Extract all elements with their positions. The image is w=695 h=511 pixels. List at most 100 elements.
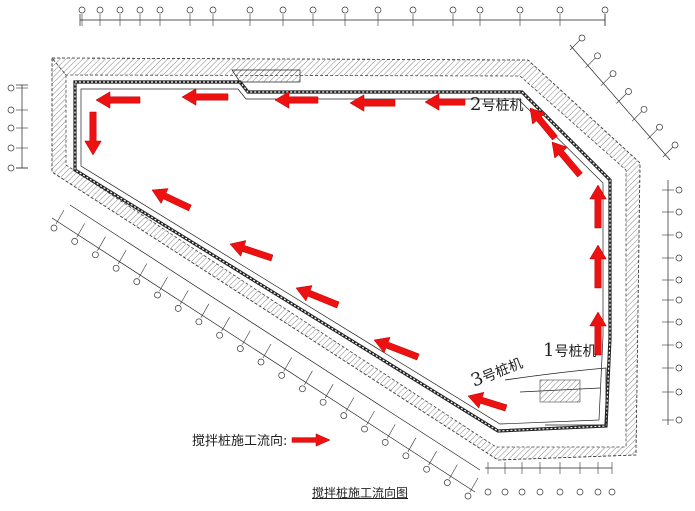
southwest-axis-tick-17 [386,424,396,439]
right-axis-marker-1 [675,186,683,194]
bottom-axis-marker-2 [501,488,509,496]
southwest-axis-tick-19 [428,451,437,466]
southwest-axis-tick-3 [97,236,106,251]
northeast-axis-markers [569,34,679,158]
southwest-axis-tick-14 [324,384,334,399]
flow-arrow-6 [84,111,102,156]
top-axis-marker-8 [246,6,254,14]
southwest-axis-tick-5 [138,263,148,278]
machine-2-number: 2 [470,94,482,115]
bottom-axis-marker-6 [576,488,584,496]
right-axis-marker-3 [675,231,683,239]
northeast-axis-marker-1 [578,34,586,42]
southwest-axis-marker-19 [423,465,430,473]
southwest-axis-marker-13 [299,385,306,393]
northeast-axis-marker-4 [625,88,632,95]
machine-1-label: 1号桩机 [543,340,596,361]
southwest-axis-marker-6 [154,291,161,299]
bottom-axis-marker-1 [484,488,492,496]
drawing-caption: 搅拌桩施工流向图 [312,486,409,500]
northeast-axis-marker-2 [594,52,601,60]
right-axis-markers [662,186,683,424]
top-axis-marker-6 [186,6,194,14]
flow-arrow-4 [181,88,229,106]
southwest-axis-tick-6 [159,276,168,292]
top-axis-marker-5 [156,6,164,14]
bottom-axis-marker-3 [518,488,526,496]
northeast-axis-marker-3 [609,70,617,78]
flow-arrow-15 [551,141,583,178]
machine-2-label: 2号桩机 [470,94,523,115]
top-axis-marker-14 [449,6,457,14]
top-dimension-line [79,14,606,26]
southwest-axis-tick-13 [304,370,313,385]
flow-arrows [84,88,607,412]
flow-arrow-14 [589,184,607,229]
top-axis-marker-3 [116,6,124,14]
top-axis-marker-2 [96,6,104,14]
left-axis-marker-2 [7,106,15,114]
top-axis-marker-15 [476,6,484,14]
machine-1-text: 号桩机 [554,344,597,360]
machine-2-text: 号桩机 [481,98,524,114]
northeast-axis-tick-5 [631,111,643,122]
top-axis-marker-11 [341,6,349,14]
southwest-axis-tick-10 [242,330,251,345]
southwest-axis-tick-15 [345,397,355,412]
right-axis-marker-5 [675,276,683,284]
left-axis-marker-3 [7,124,15,132]
right-axis-marker-6 [675,296,683,304]
top-axis-marker-17 [556,6,564,14]
mixing-pile-wall [73,80,612,433]
southwest-axis-tick-16 [366,410,375,426]
southwest-axis-tick-21 [469,477,479,493]
top-axis-marker-1 [78,6,86,14]
southwest-axis-marker-2 [71,238,79,245]
southwest-axis-markers [50,209,479,500]
bottom-axis-marker-7 [594,488,602,496]
legend-arrow [291,433,331,447]
southwest-axis-tick-4 [117,250,127,265]
right-axis-marker-2 [675,208,683,216]
left-axis-marker-4 [7,144,15,152]
top-axis-marker-7 [209,6,217,14]
southwest-axis-tick-18 [407,437,417,452]
northeast-axis-tick-2 [585,57,596,69]
access-ramp [504,367,607,426]
flow-arrow-8 [229,240,274,262]
southwest-axis-marker-12 [278,372,286,379]
southwest-axis-tick-7 [179,290,189,305]
legend-arrow-shape [291,433,331,447]
top-axis-marker-16 [516,6,524,14]
top-axis-markers [78,6,609,26]
flow-arrow-13 [589,244,607,289]
northeast-axis-tick-6 [647,128,658,140]
excavation-slope-band [51,56,641,461]
northeast-axis-marker-5 [640,105,648,113]
flow-arrow-7 [151,188,192,212]
bottom-axis-marker-4 [536,488,544,496]
southwest-axis-marker-8 [195,318,203,326]
machine-1-number: 1 [543,340,555,361]
top-axis-marker-12 [374,6,382,14]
flow-arrow-9 [295,285,340,309]
southwest-axis-marker-1 [50,224,58,232]
southwest-axis-marker-7 [174,305,182,312]
left-dimension-line [16,84,28,169]
right-axis-marker-9 [675,364,683,372]
southwest-axis-marker-21 [464,492,472,500]
right-axis-marker-10 [675,388,683,396]
northeast-axis-tick-4 [616,93,627,104]
southwest-axis-marker-15 [340,412,348,419]
top-notch-detail [231,69,301,83]
northeast-axis-tick-7 [662,146,674,158]
top-axis-marker-9 [279,6,287,14]
flow-arrow-5 [95,91,141,109]
northeast-axis-tick-1 [569,39,581,51]
southwest-dimension-line [51,204,481,493]
southwest-axis-marker-5 [133,278,141,285]
southwest-axis-tick-11 [262,343,272,359]
flow-arrow-2 [349,94,396,112]
southwest-axis-tick-2 [76,223,85,238]
